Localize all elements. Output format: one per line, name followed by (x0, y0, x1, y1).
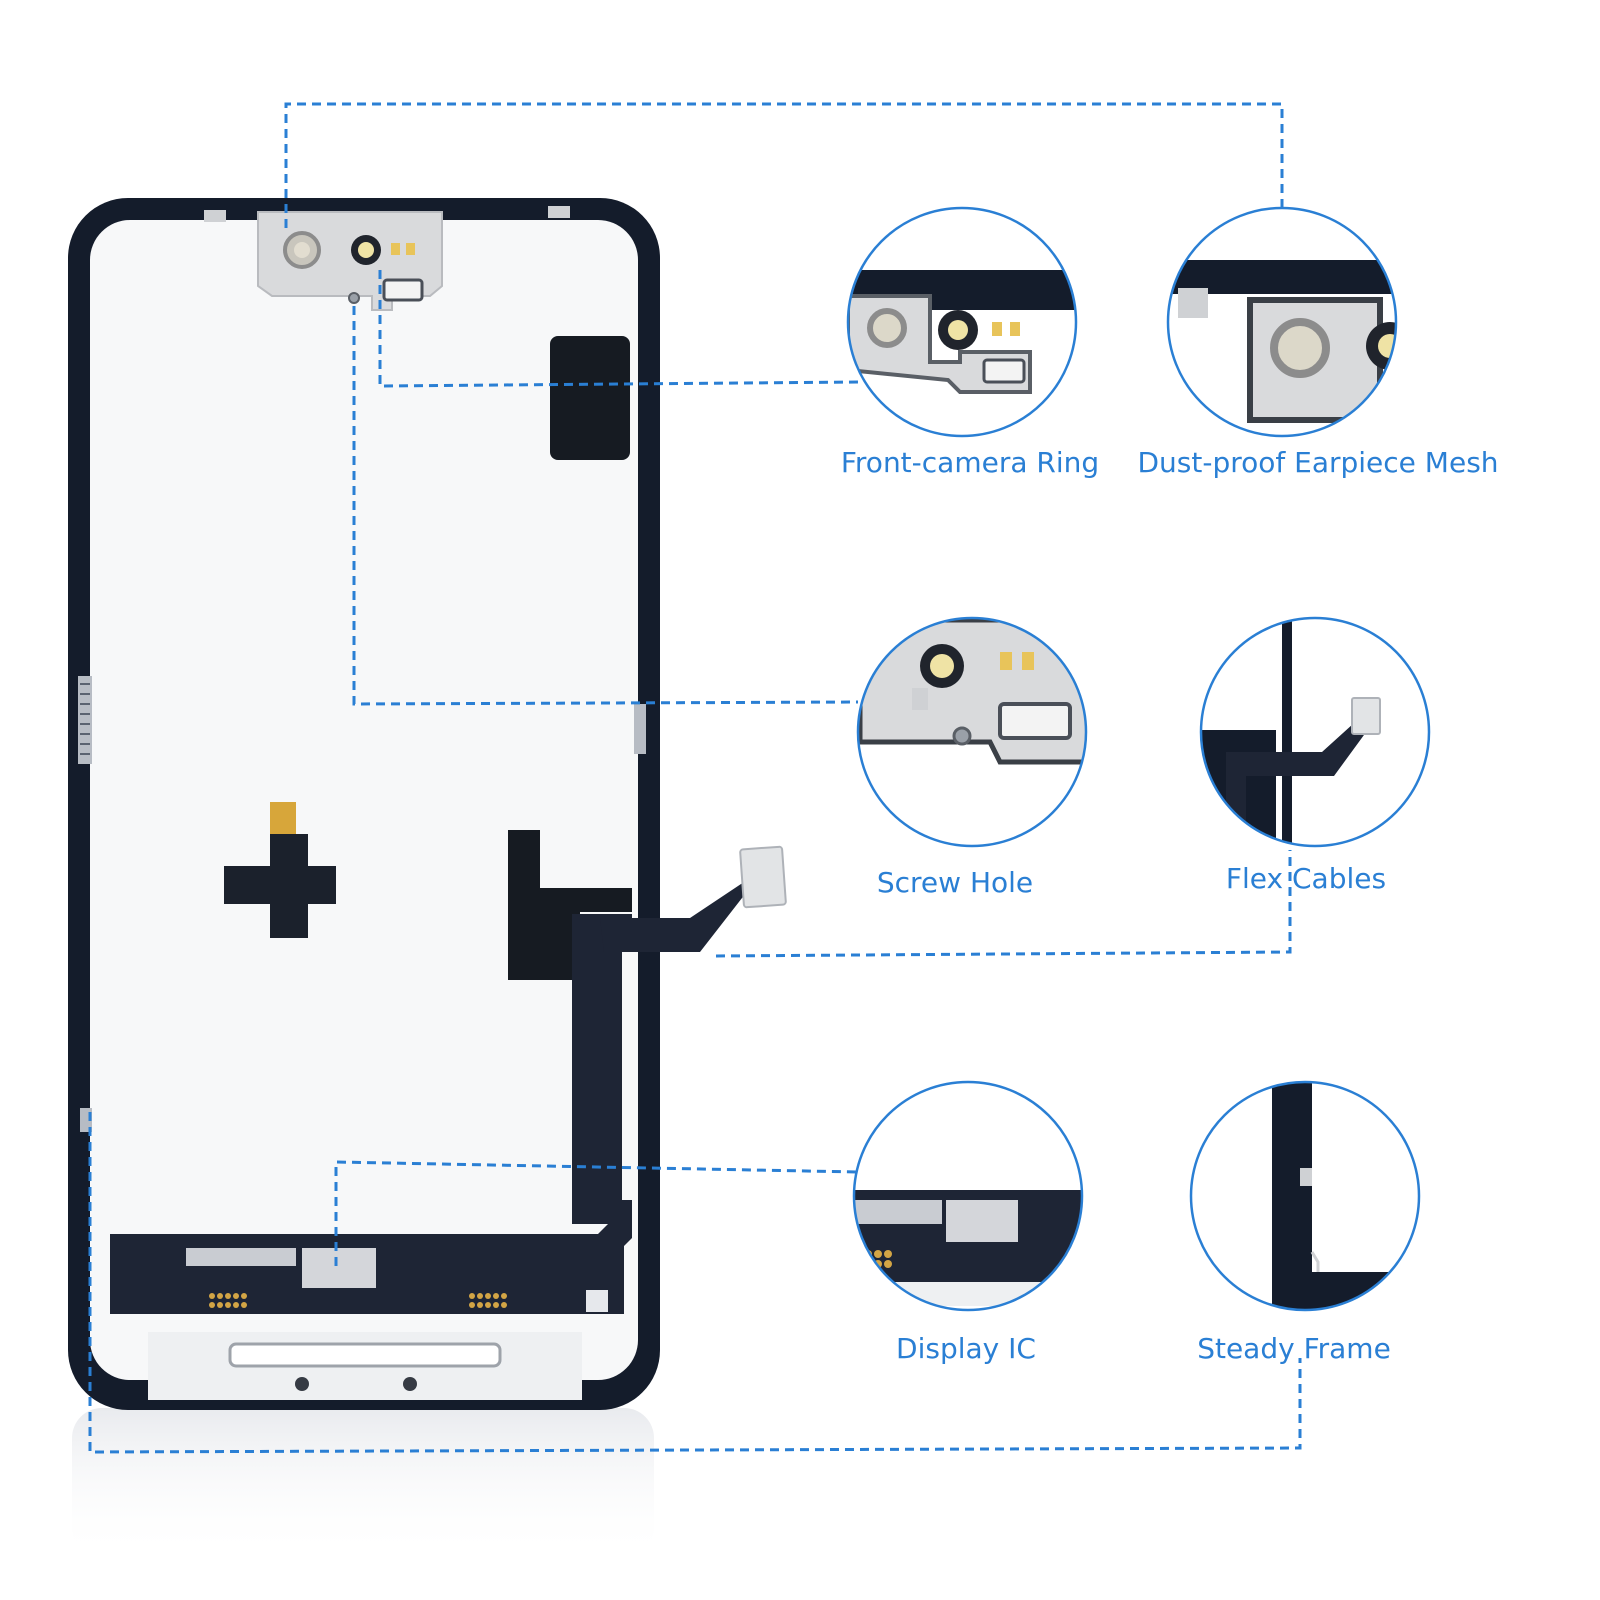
label-flex-cables: Flex Cables (1225, 862, 1387, 895)
left-side-grill (78, 676, 92, 764)
phone-reflection (72, 1408, 654, 1558)
zoom-steady-frame (1189, 1080, 1421, 1312)
front-camera-ring-inner (294, 242, 310, 258)
bottom-plate-slot (228, 1342, 502, 1368)
label-steady-frame: Steady Frame (1197, 1332, 1391, 1365)
screen-assembly (68, 198, 787, 1410)
top-clip-right (548, 206, 570, 218)
leader-camera-ring (284, 102, 1284, 228)
label-display-ic: Display IC (896, 1332, 1036, 1365)
display-ic-chip (302, 1248, 376, 1288)
bottom-screw-right (403, 1377, 417, 1391)
ic-pads-right (469, 1293, 507, 1308)
leader-screw-hole (352, 306, 859, 706)
leader-lines (88, 102, 1302, 1454)
contact-pad-2 (406, 243, 415, 255)
ic-label-left (186, 1248, 296, 1266)
label-screw-hole: Screw Hole (876, 866, 1034, 899)
top-clip-left (204, 210, 226, 222)
flex-cable-vertical (572, 914, 622, 1224)
leader-flex-cables (715, 850, 1292, 958)
external-flex (600, 874, 756, 952)
zoom-front-camera (846, 206, 1078, 438)
contact-pad-1 (391, 243, 400, 255)
inner-panel (90, 220, 638, 1380)
zoom-earpiece-mesh (1166, 206, 1398, 438)
sensor-lens (358, 242, 374, 258)
leader-front-camera (378, 270, 863, 388)
flex-shield (508, 830, 632, 980)
zoom-screw-hole (856, 616, 1088, 848)
label-front-camera-ring: Front-camera Ring (840, 446, 1100, 479)
external-flex-connector (739, 845, 787, 909)
qr-code (586, 1290, 608, 1312)
earpiece-mesh (382, 278, 424, 302)
center-flex (224, 802, 336, 938)
right-side-grill (634, 704, 646, 754)
zoom-flex-cables (1199, 616, 1431, 848)
bottom-screw-left (295, 1377, 309, 1391)
ic-pads-left (209, 1293, 247, 1308)
adhesive-pad (550, 336, 630, 460)
zoom-display-ic (852, 1080, 1084, 1312)
leader-steady-frame (88, 1112, 1302, 1454)
leader-display-ic (334, 1160, 859, 1266)
screw-hole-top (348, 292, 360, 304)
label-dust-proof-earpiece-mesh: Dust-proof Earpiece Mesh (1137, 446, 1499, 479)
